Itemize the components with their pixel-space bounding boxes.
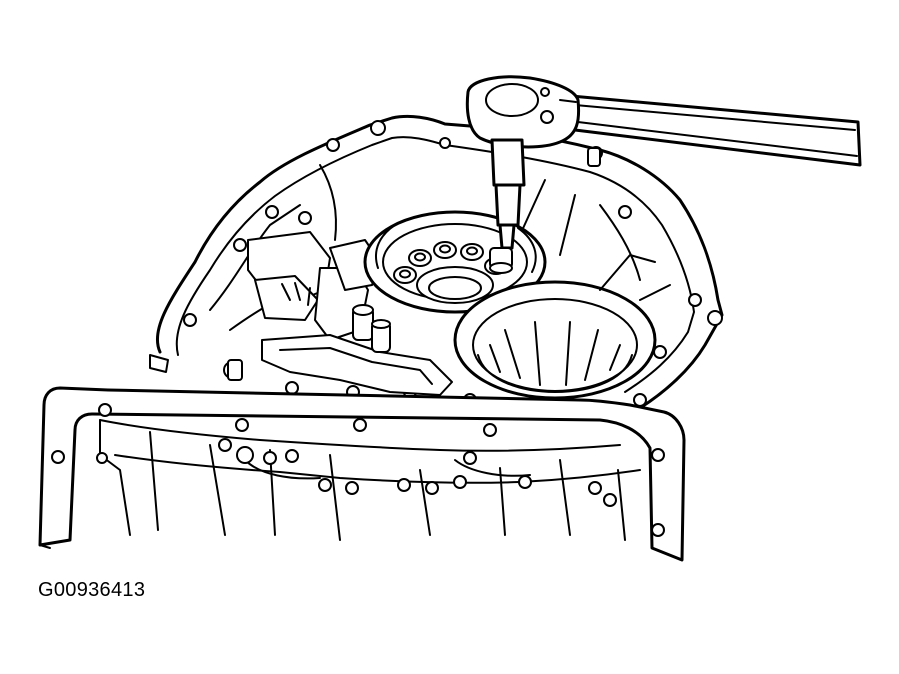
differential-bore [453,254,671,400]
retainer-bolt [408,249,432,267]
lower-case [38,386,686,562]
figure-code: G00936413 [38,579,146,601]
retainer-bolt [460,243,484,261]
flange-bolt-holes [51,403,665,537]
valve-body-area [149,231,453,396]
retainer-bolt [433,241,457,259]
retainer-bolt [393,266,417,284]
pins [352,147,601,353]
ratchet-wrench [465,75,862,274]
